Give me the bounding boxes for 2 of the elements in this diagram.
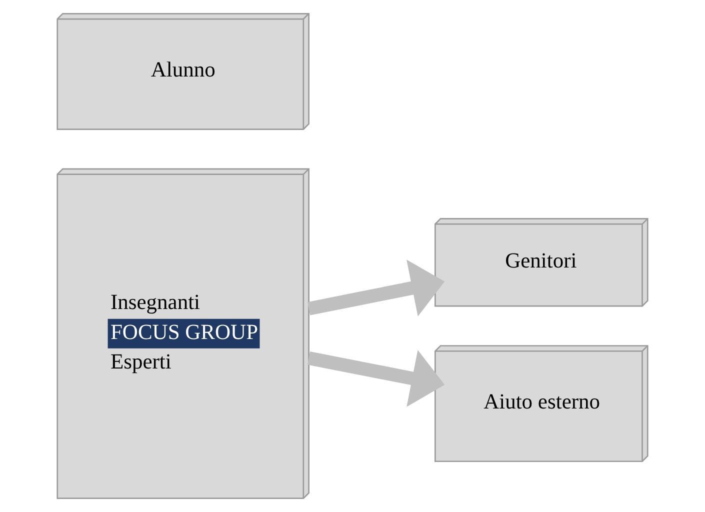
arrow bbox=[308, 350, 445, 407]
arrow bbox=[307, 260, 445, 316]
